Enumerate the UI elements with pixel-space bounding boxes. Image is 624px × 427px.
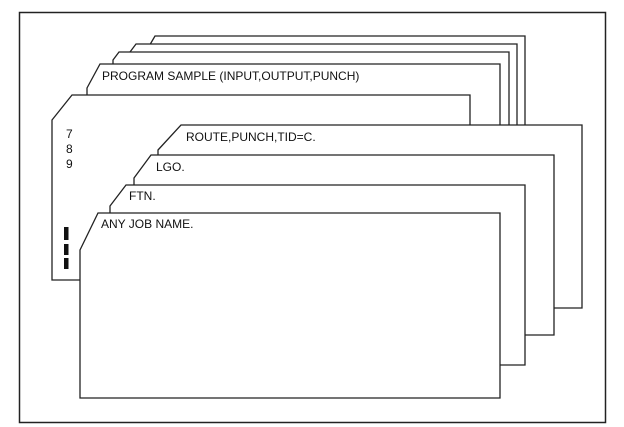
separator-label-9: 9 [66, 157, 73, 171]
separator-label-8: 8 [66, 142, 73, 156]
job-card [80, 213, 500, 398]
job-card-label: ANY JOB NAME. [101, 217, 193, 231]
program-card-label: PROGRAM SAMPLE (INPUT,OUTPUT,PUNCH) [102, 69, 359, 83]
ftn-card-label: FTN. [129, 189, 156, 203]
lgo-card-label: LGO. [156, 160, 185, 174]
separator-label-7: 7 [66, 127, 73, 141]
punch-mark [64, 258, 69, 269]
punch-mark [64, 227, 69, 240]
route-card-label: ROUTE,PUNCH,TID=C. [186, 130, 316, 144]
punch-mark [64, 244, 69, 255]
